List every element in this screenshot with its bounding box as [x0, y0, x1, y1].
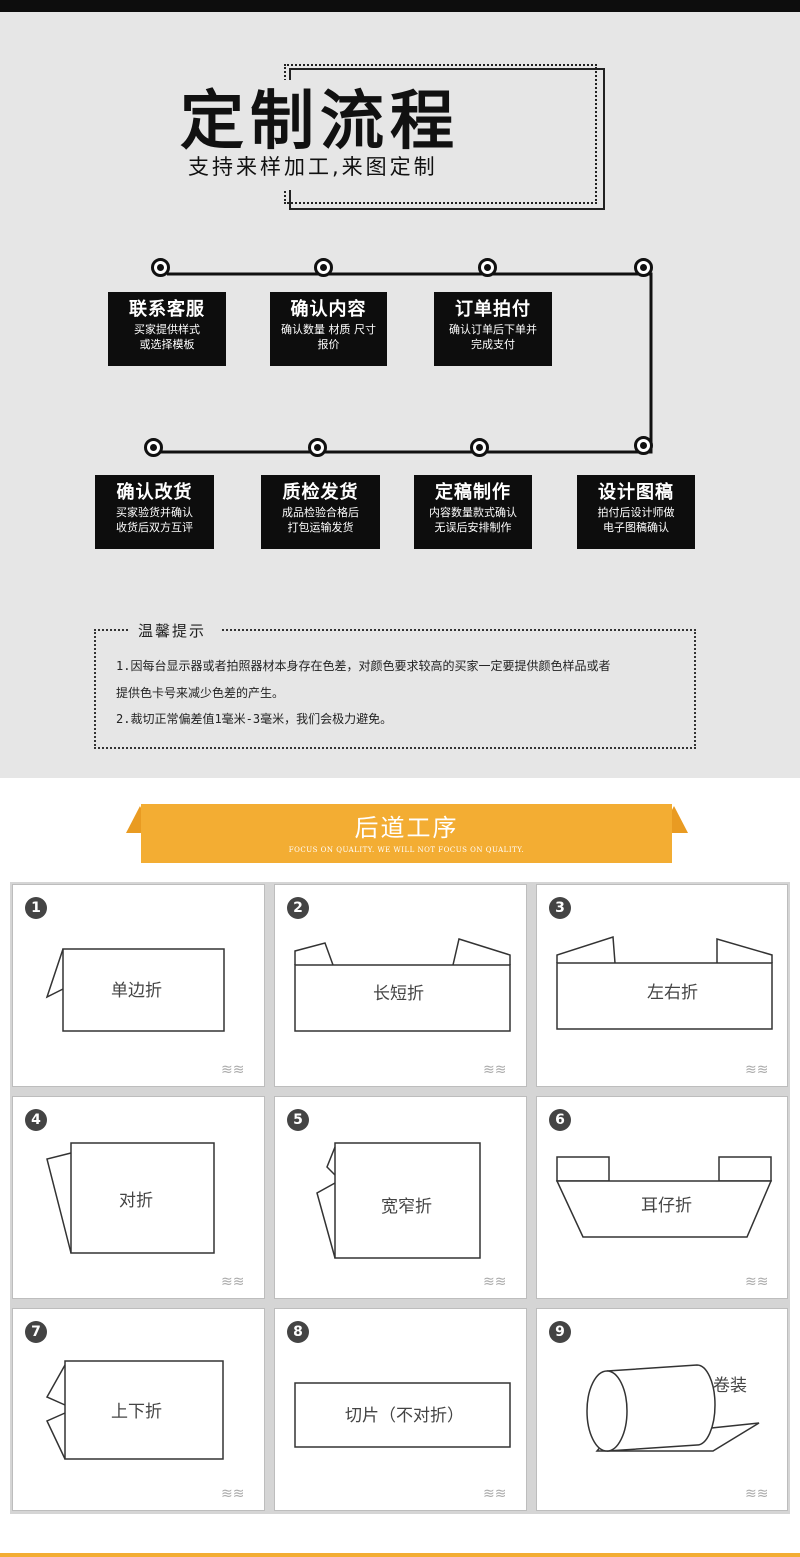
cut-sheet-icon: [294, 1382, 511, 1448]
flow-node-8: [144, 438, 163, 457]
page-subtitle: 支持来样加工,来图定制: [188, 155, 438, 179]
fold-card-9: 9 卷装 ≋≋: [536, 1308, 788, 1511]
step-desc-line: 买家验货并确认: [116, 506, 193, 519]
fold-card-5: 5 宽窄折 ≋≋: [274, 1096, 527, 1299]
tips-title: 温馨提示: [138, 622, 207, 640]
fold-number-badge: 6: [549, 1109, 571, 1131]
fold-label: 宽窄折: [381, 1197, 432, 1217]
fold-label: 对折: [119, 1191, 153, 1211]
title-backdrop: [176, 80, 486, 190]
flow-node-1: [151, 258, 170, 277]
wave-icon: ≋≋: [745, 1274, 769, 1290]
wave-icon: ≋≋: [745, 1062, 769, 1078]
step-desc-line: 成品检验合格后: [282, 506, 359, 519]
flow-node-2: [314, 258, 333, 277]
section-banner: 后道工序 FOCUS ON QUALITY. WE WILL NOT FOCUS…: [141, 804, 672, 863]
half-fold-icon: [46, 1142, 215, 1254]
fold-label: 卷装: [713, 1376, 747, 1396]
step-desc-line: 电子图稿确认: [603, 521, 669, 534]
fold-number-badge: 5: [287, 1109, 309, 1131]
top-bottom-fold-icon: [45, 1360, 224, 1460]
wave-icon: ≋≋: [483, 1486, 507, 1502]
left-right-fold-icon: [556, 935, 773, 1030]
flow-connectors: [160, 272, 653, 454]
step-finalize-production: 定稿制作 内容数量款式确认 无误后安排制作: [414, 475, 532, 549]
fold-number-badge: 2: [287, 897, 309, 919]
ear-fold-icon: [555, 1156, 773, 1238]
step-desc-line: 打包运输发货: [287, 521, 354, 534]
step-desc-line: 或选择模板: [139, 338, 195, 351]
fold-label: 长短折: [373, 984, 424, 1004]
step-title: 联系客服: [129, 299, 205, 320]
step-design-draft: 设计图稿 拍付后设计师做 电子图稿确认: [577, 475, 695, 549]
wave-icon: ≋≋: [221, 1062, 245, 1078]
step-confirm-receipt: 确认改货 买家验货并确认 收货后双方互评: [95, 475, 214, 549]
fold-number-badge: 8: [287, 1321, 309, 1343]
flow-node-6: [470, 438, 489, 457]
fold-card-8: 8 切片（不对折） ≋≋: [274, 1308, 527, 1511]
step-title: 设计图稿: [598, 482, 674, 503]
fold-card-1: 1 单边折 ≋≋: [12, 884, 265, 1087]
wave-icon: ≋≋: [221, 1274, 245, 1290]
fold-number-badge: 4: [25, 1109, 47, 1131]
step-desc-line: 报价: [317, 338, 340, 351]
fold-label: 左右折: [647, 983, 698, 1003]
page-title: 定制流程: [180, 85, 460, 159]
fold-label: 耳仔折: [641, 1196, 692, 1216]
step-title: 订单拍付: [455, 299, 531, 320]
fold-label: 单边折: [111, 981, 162, 1001]
step-desc-line: 收货后双方互评: [116, 521, 193, 534]
step-title: 确认内容: [290, 299, 367, 320]
fold-number-badge: 1: [25, 897, 47, 919]
fold-card-2: 2 长短折 ≋≋: [274, 884, 527, 1087]
fold-card-3: 3 左右折 ≋≋: [536, 884, 788, 1087]
step-title: 确认改货: [116, 482, 193, 503]
flow-node-4: [634, 258, 653, 277]
fold-card-4: 4 对折 ≋≋: [12, 1096, 265, 1299]
tips-line-2: 提供色卡号来减少色差的产生。: [116, 686, 285, 700]
fold-number-badge: 3: [549, 897, 571, 919]
single-side-fold-icon: [45, 948, 225, 1032]
fold-card-6: 6 耳仔折 ≋≋: [536, 1096, 788, 1299]
step-desc-line: 内容数量款式确认: [429, 506, 517, 519]
step-confirm-content: 确认内容 确认数量 材质 尺寸 报价: [270, 292, 387, 366]
step-desc-line: 完成支付: [471, 338, 515, 351]
wave-icon: ≋≋: [221, 1486, 245, 1502]
step-desc-line: 无误后安排制作: [434, 521, 512, 534]
banner-title: 后道工序: [354, 814, 459, 842]
fold-label: 切片（不对折）: [345, 1406, 464, 1426]
bottom-accent-line: [0, 1553, 800, 1557]
flow-node-3: [478, 258, 497, 277]
fold-number-badge: 7: [25, 1321, 47, 1343]
wave-icon: ≋≋: [745, 1486, 769, 1502]
wide-narrow-fold-icon: [316, 1142, 481, 1259]
tips-title-backdrop: [128, 619, 220, 641]
flow-node-7: [308, 438, 327, 457]
step-order-payment: 订单拍付 确认订单后下单并 完成支付: [434, 292, 552, 366]
step-desc-line: 买家提供样式: [134, 323, 200, 336]
step-qc-shipping: 质检发货 成品检验合格后 打包运输发货: [261, 475, 380, 549]
roll-icon: [586, 1364, 760, 1452]
fold-card-7: 7 上下折 ≋≋: [12, 1308, 265, 1511]
top-bar: [0, 0, 800, 12]
wave-icon: ≋≋: [483, 1062, 507, 1078]
step-desc-line: 确认订单后下单并: [449, 323, 537, 336]
step-title: 定稿制作: [435, 482, 511, 503]
tips-line-3: 2.裁切正常偏差值1毫米-3毫米，我们会极力避免。: [116, 712, 393, 726]
step-desc-line: 确认数量 材质 尺寸: [281, 323, 376, 336]
banner-subtitle: FOCUS ON QUALITY. WE WILL NOT FOCUS ON Q…: [288, 846, 525, 854]
tips-line-1: 1.因每台显示器或者拍照器材本身存在色差，对颜色要求较高的买家一定要提供颜色样品…: [116, 659, 611, 673]
tips-box: [94, 629, 696, 749]
step-desc-line: 拍付后设计师做: [597, 506, 675, 519]
long-short-fold-icon: [294, 938, 511, 1032]
step-contact-service: 联系客服 买家提供样式 或选择模板: [108, 292, 226, 366]
step-title: 质检发货: [282, 482, 359, 503]
fold-number-badge: 9: [549, 1321, 571, 1343]
flow-node-5: [634, 436, 653, 455]
wave-icon: ≋≋: [483, 1274, 507, 1290]
fold-label: 上下折: [111, 1402, 162, 1422]
